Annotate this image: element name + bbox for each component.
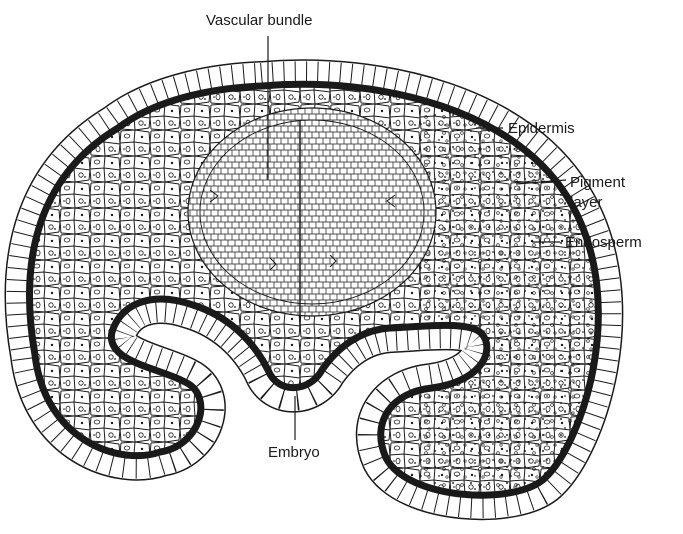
label-endosperm: Endosperm — [565, 234, 642, 251]
label-pigment-layer-line1: Pigment — [570, 174, 626, 191]
label-vascular-bundle: Vascular bundle — [206, 12, 312, 29]
label-embryo: Embryo — [268, 444, 320, 461]
label-pigment-layer-line2: layer — [570, 194, 603, 211]
label-epidermis: Epidermis — [508, 120, 575, 137]
